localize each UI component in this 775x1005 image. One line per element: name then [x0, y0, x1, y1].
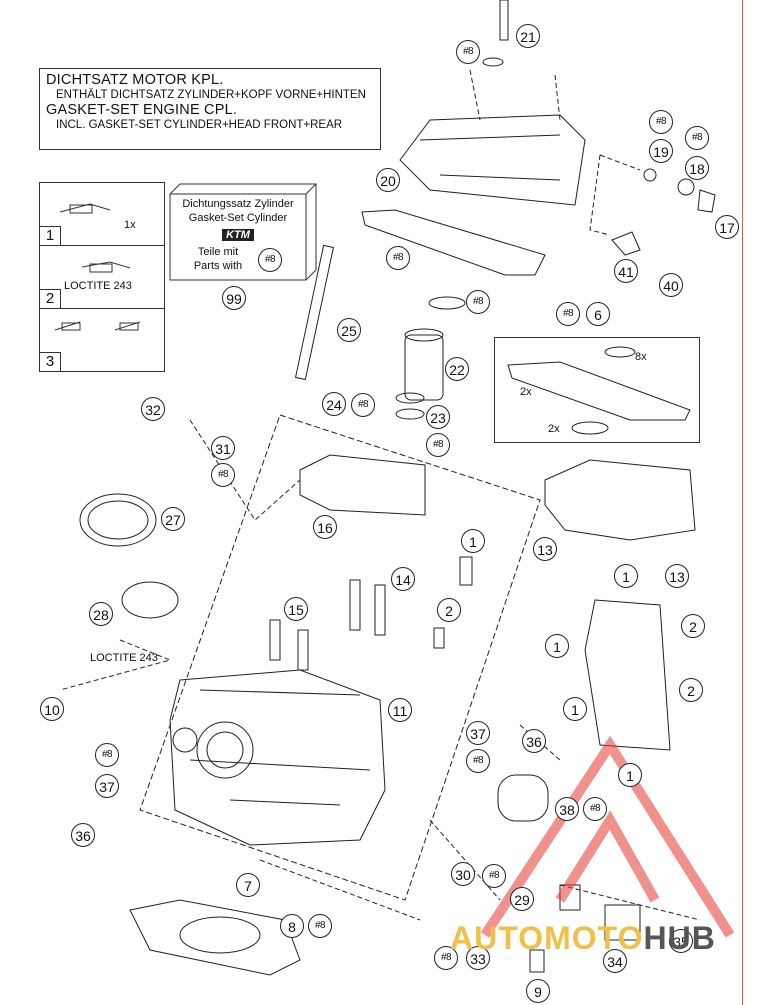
cam-carrier-shape [299, 454, 426, 516]
callout-20: 20 [376, 168, 400, 192]
callout-1d: 1 [563, 697, 587, 721]
subkit-qty-2x-b: 2x [548, 423, 560, 435]
cylinder-head-shape [169, 669, 386, 846]
page-edge-line [742, 0, 743, 1005]
callout-30: 30 [451, 862, 475, 886]
callout-25: 25 [337, 318, 361, 342]
callout-10: 10 [40, 697, 64, 721]
callout-16: 16 [313, 515, 337, 539]
step-3-number: 3 [40, 352, 61, 371]
gasket-subkit-box [494, 337, 700, 443]
callout-37b: 37 [95, 774, 119, 798]
callout-17: 17 [715, 215, 739, 239]
callout-6: 6 [586, 302, 610, 326]
callout-37a: 37 [466, 721, 490, 745]
hash-callout: #8 [308, 914, 332, 938]
callout-33: 33 [466, 946, 490, 970]
callout-14: 14 [391, 567, 415, 591]
kit-line-3: Teile mit [197, 246, 239, 258]
callout-99: 99 [222, 286, 246, 310]
callout-1c: 1 [545, 634, 569, 658]
info-line-4: INCL. GASKET-SET CYLINDER+HEAD FRONT+REA… [56, 119, 343, 131]
hash-callout: #8 [649, 110, 673, 134]
hash-callout: #8 [466, 749, 490, 773]
hash-callout: #8 [211, 463, 235, 487]
callout-22: 22 [445, 357, 469, 381]
step-2-number: 2 [40, 289, 61, 308]
subkit-qty-8x: 8x [635, 351, 647, 363]
callout-34: 34 [603, 949, 627, 973]
kit-line-2: Gasket-Set Cylinder [188, 212, 288, 224]
callout-38: 38 [555, 797, 579, 821]
subkit-qty-2x-a: 2x [520, 386, 532, 398]
callout-1a: 1 [461, 529, 485, 553]
kit-logo: KTM [168, 229, 308, 241]
kit-line-1: Dichtungssatz Zylinder [182, 198, 294, 210]
hash-callout: #8 [95, 743, 119, 767]
callout-29: 29 [510, 887, 534, 911]
callout-1e: 1 [618, 763, 642, 787]
info-line-3: GASKET-SET ENGINE CPL. [46, 102, 238, 118]
callout-24: 24 [322, 392, 346, 416]
callout-27: 27 [161, 507, 185, 531]
step-1-number: 1 [40, 226, 61, 245]
callout-19: 19 [649, 139, 673, 163]
callout-18: 18 [685, 156, 709, 180]
hash-callout: #8 [426, 433, 450, 457]
callout-15: 15 [284, 597, 308, 621]
callout-13a: 13 [533, 537, 557, 561]
gasket-kit-box: Dichtungssatz Zylinder Gasket-Set Cylind… [168, 182, 318, 282]
watermark-logo [480, 735, 735, 938]
callout-13b: 13 [665, 564, 689, 588]
step-3: 3 [40, 308, 164, 371]
callout-1b: 1 [614, 564, 638, 588]
callout-31: 31 [211, 436, 235, 460]
kit-line-4: Parts with [193, 260, 243, 272]
callout-23: 23 [426, 405, 450, 429]
hash-callout: #8 [466, 290, 490, 314]
step-1: 1x 1 [40, 183, 164, 245]
hash-callout: #8 [556, 302, 580, 326]
callout-7: 7 [236, 873, 260, 897]
callout-21: 21 [516, 24, 540, 48]
callout-11: 11 [388, 698, 412, 722]
hash-callout: #8 [685, 126, 709, 150]
callout-36a: 36 [522, 729, 546, 753]
watermark-text: AUTOMOTOHUB [450, 920, 716, 956]
kit-hash-callout: #8 [258, 248, 282, 272]
hash-callout: #8 [386, 246, 410, 270]
hash-callout: #8 [434, 946, 458, 970]
hash-callout: #8 [456, 40, 480, 64]
callout-8: 8 [280, 914, 304, 938]
valve-cover-shape [399, 114, 586, 206]
step-1-note: 1x [124, 219, 136, 231]
hash-callout: #8 [351, 393, 375, 417]
bearing-cap-shape [544, 459, 696, 541]
callout-35: 35 [669, 929, 693, 953]
info-box: DICHTSATZ MOTOR KPL. ENTHÄLT DICHTSATZ Z… [39, 68, 381, 150]
step-2: LOCTITE 243 2 [40, 245, 164, 308]
callout-2b: 2 [681, 614, 705, 638]
hash-callout: #8 [583, 797, 607, 821]
info-line-2: ENTHÄLT DICHTSATZ ZYLINDER+KOPF VORNE+HI… [56, 89, 366, 101]
callout-32: 32 [141, 397, 165, 421]
callout-40: 40 [659, 273, 683, 297]
callout-28: 28 [89, 602, 113, 626]
gasket-plate-shape [584, 599, 671, 751]
loctite-label: LOCTITE 243 [90, 652, 158, 664]
step-2-note: LOCTITE 243 [64, 280, 132, 292]
head-gasket-shape [129, 899, 301, 976]
step-panels: 1x 1 LOCTITE 243 2 3 [39, 182, 165, 372]
callout-41: 41 [614, 259, 638, 283]
callout-36b: 36 [71, 823, 95, 847]
callout-2c: 2 [679, 678, 703, 702]
callout-2a: 2 [437, 598, 461, 622]
hash-callout: #8 [482, 864, 506, 888]
info-line-1: DICHTSATZ MOTOR KPL. [46, 72, 224, 88]
callout-9: 9 [526, 979, 550, 1003]
